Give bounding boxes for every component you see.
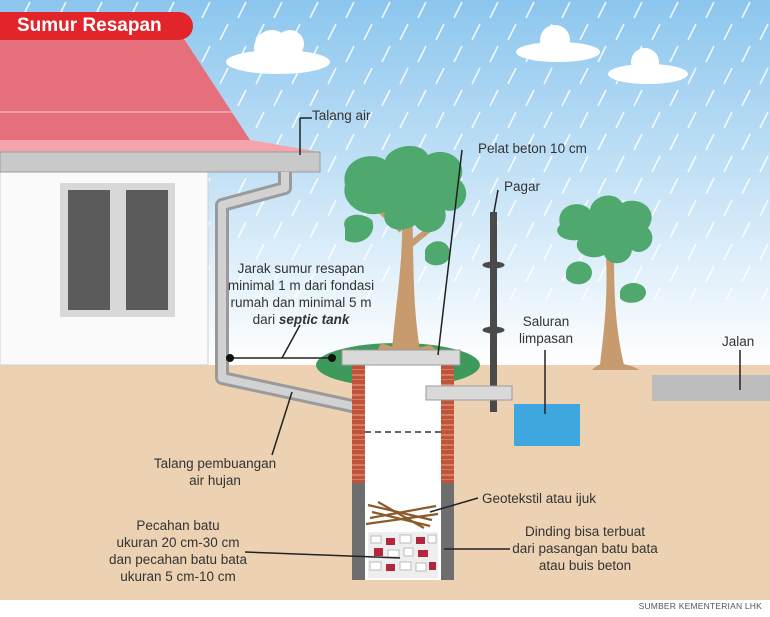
label-pelat-beton: Pelat beton 10 cm xyxy=(478,141,587,156)
window xyxy=(60,183,175,317)
infiltration-well xyxy=(341,349,461,580)
fence-post xyxy=(482,212,505,412)
label-jarak: Jarak sumur resapan minimal 1 m dari fon… xyxy=(227,261,375,327)
title-badge: Sumur Resapan xyxy=(0,12,193,40)
brick-wall-right xyxy=(441,365,454,483)
label-pecahan-batu: Pecahan batu ukuran 20 cm-30 cm dan peca… xyxy=(108,518,248,584)
cloud-1 xyxy=(226,30,330,74)
tree-large xyxy=(344,145,467,355)
stone-fill xyxy=(368,532,438,578)
brick-wall-left xyxy=(352,365,365,483)
leader-lines xyxy=(230,117,510,559)
geotextile xyxy=(365,501,439,529)
leader-dot xyxy=(226,354,234,362)
tree-small xyxy=(557,195,653,370)
label-dinding: Dinding bisa terbuat dari pasangan batu … xyxy=(512,524,658,573)
gutter xyxy=(0,151,321,173)
runoff-channel xyxy=(514,404,580,446)
label-saluran-limpasan: Saluran limpasan xyxy=(518,314,574,346)
label-geotekstil: Geotekstil atau ijuk xyxy=(482,491,597,506)
source-credit: SUMBER KEMENTERIAN LHK xyxy=(638,601,762,611)
cloud-2 xyxy=(516,25,600,62)
label-jalan: Jalan xyxy=(722,334,755,349)
concrete-slab xyxy=(341,349,461,366)
label-pagar: Pagar xyxy=(504,179,541,194)
leader-dot xyxy=(328,354,336,362)
side-slab xyxy=(425,385,513,401)
road xyxy=(652,375,770,401)
label-talang-pembuangan: Talang pembuangan air hujan xyxy=(153,456,277,488)
cloud-3 xyxy=(608,48,688,84)
label-talang-air: Talang air xyxy=(312,108,371,123)
